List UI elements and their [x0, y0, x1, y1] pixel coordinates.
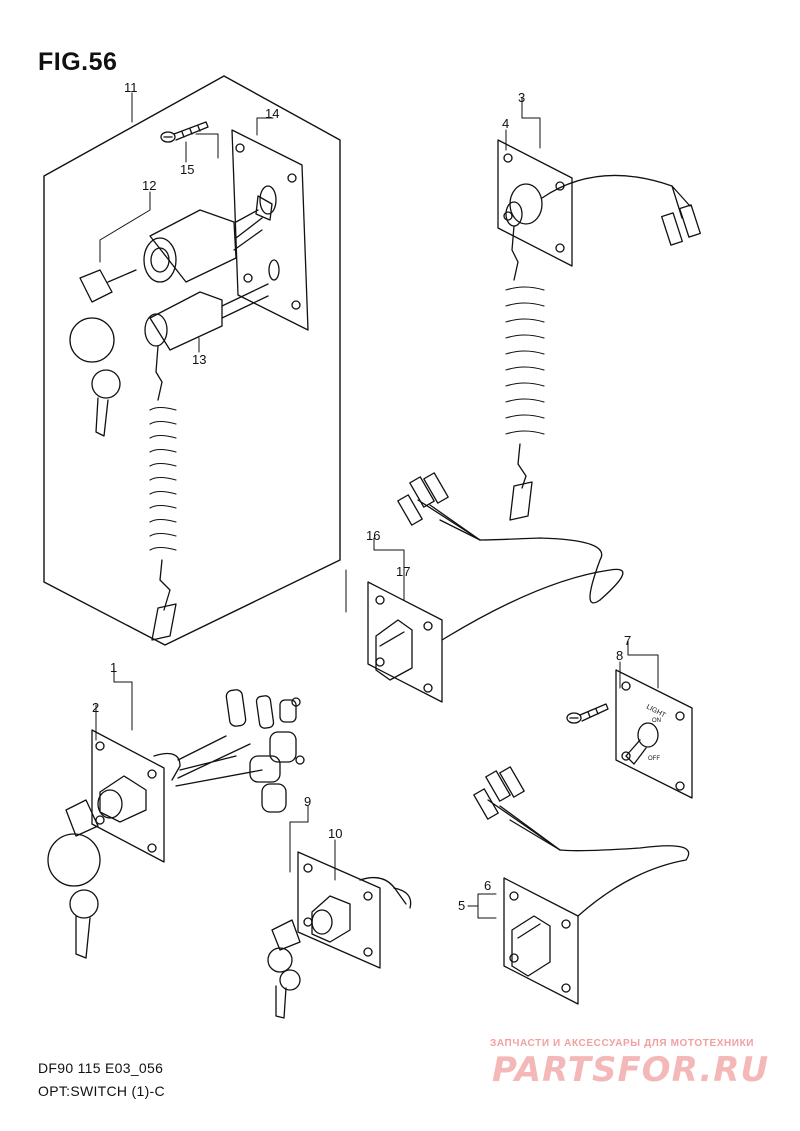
callout-7: 7 — [624, 633, 631, 648]
key-switch-9 — [267, 851, 412, 1019]
callout-15: 15 — [180, 162, 194, 177]
lanyard-switch-3 — [497, 139, 701, 521]
figure-name: OPT:SWITCH (1)-C — [38, 1083, 165, 1099]
screw-15 — [160, 121, 209, 143]
callout-12: 12 — [142, 178, 156, 193]
tilt-switch-16 — [367, 472, 624, 703]
callout-2: 2 — [92, 700, 99, 715]
callout-10: 10 — [328, 826, 342, 841]
ignition-switch-12 — [143, 195, 273, 283]
panel-14 — [231, 129, 309, 331]
callout-17: 17 — [396, 564, 410, 579]
watermark-logo: PARTSFOR.RU — [492, 1050, 770, 1090]
callout-numbers: 1 2 3 4 5 6 7 8 9 10 11 12 13 14 15 16 1… — [92, 80, 631, 913]
key-part-1 — [47, 799, 101, 959]
leader-lines — [95, 92, 659, 919]
callout-5: 5 — [458, 898, 465, 913]
callout-1: 1 — [110, 660, 117, 675]
figure-code: DF90 115 E03_056 — [38, 1060, 164, 1076]
figure-title: FIG.56 — [38, 48, 118, 76]
light-off-label: OFF — [648, 756, 660, 762]
callout-4: 4 — [502, 116, 509, 131]
callout-13: 13 — [192, 352, 206, 367]
callout-8: 8 — [616, 648, 623, 663]
kit-11-outline — [43, 75, 341, 646]
watermark-tagline: ЗАПЧАСТИ И АКСЕССУАРЫ ДЛЯ МОТОТЕХНИКИ — [490, 1038, 755, 1049]
callout-6: 6 — [484, 878, 491, 893]
light-switch-7: LIGHT ON OFF — [615, 669, 693, 799]
screw-8 — [566, 703, 609, 724]
key-kit-11 — [69, 269, 137, 437]
callout-3: 3 — [518, 90, 525, 105]
callout-9: 9 — [304, 794, 311, 809]
stop-switch-13 — [144, 283, 269, 641]
callout-16: 16 — [366, 528, 380, 543]
light-on-label: ON — [652, 718, 661, 724]
callout-11: 11 — [124, 80, 138, 95]
callout-14: 14 — [265, 106, 279, 121]
rocker-switch-5 — [473, 766, 690, 1005]
main-switch-1 — [91, 689, 305, 863]
